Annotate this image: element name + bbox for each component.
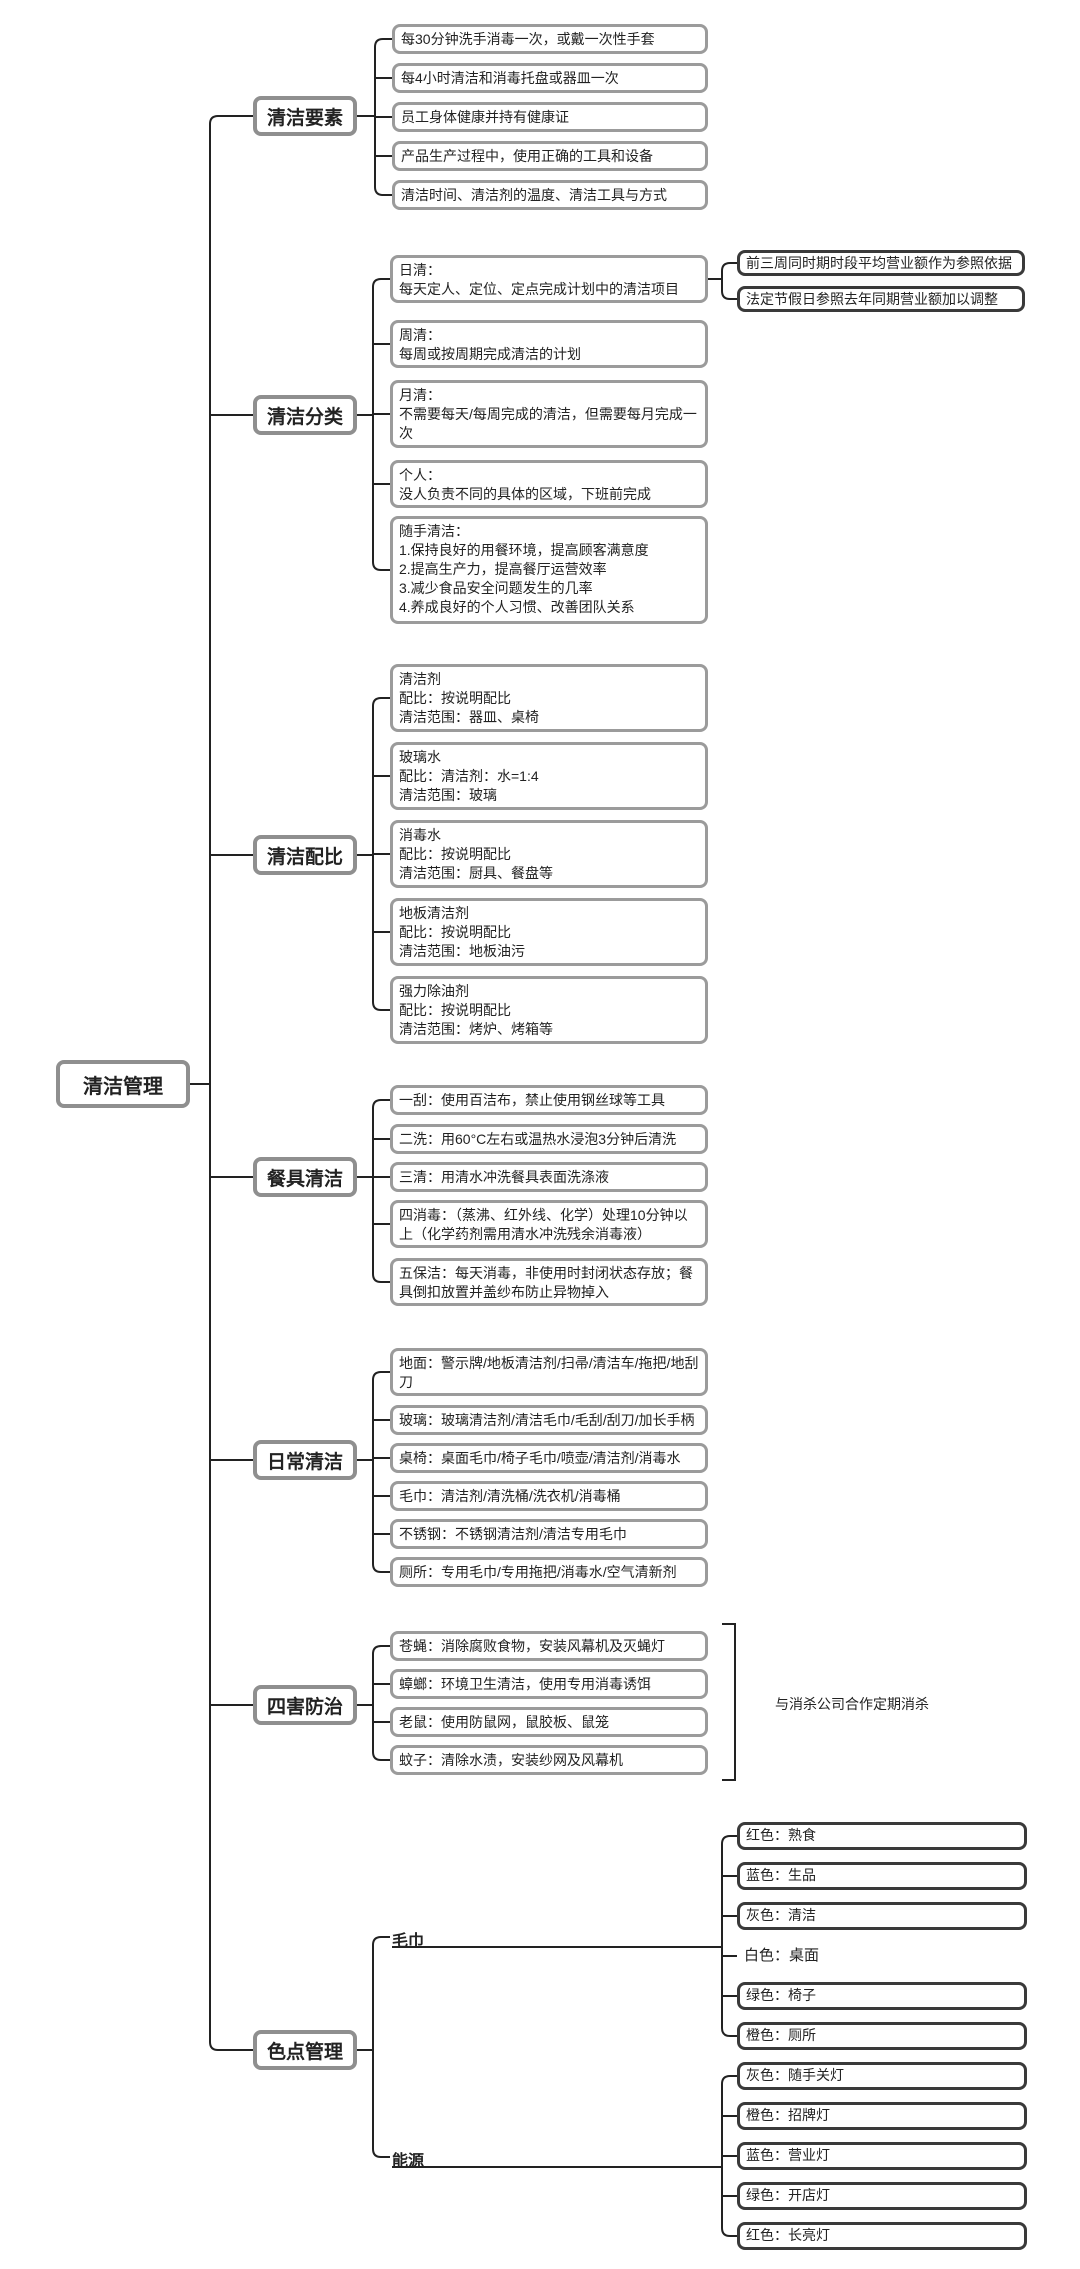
- daily-note[interactable]: 前三周同时期时段平均营业额作为参照依据: [737, 250, 1025, 276]
- category-item[interactable]: 随手清洁： 1.保持良好的用餐环境，提高顾客满意度 2.提高生产力，提高餐厅运营…: [390, 516, 708, 624]
- element-item[interactable]: 每4小时清洁和消毒托盘或器皿一次: [392, 63, 708, 93]
- category-item[interactable]: 个人： 没人负责不同的具体的区域，下班前完成: [390, 460, 708, 508]
- category-item[interactable]: 周清： 每周或按周期完成清洁的计划: [390, 320, 708, 368]
- group-energy[interactable]: 能源: [392, 2153, 425, 2170]
- tableware-item[interactable]: 一刮：使用百洁布，禁止使用钢丝球等工具: [390, 1085, 708, 1115]
- towel-color-item[interactable]: 绿色：椅子: [737, 1982, 1027, 2010]
- daily-item[interactable]: 地面：警示牌/地板清洁剂/扫帚/清洁车/拖把/地刮刀: [390, 1348, 708, 1396]
- ratio-item[interactable]: 清洁剂 配比：按说明配比 清洁范围：器皿、桌椅: [390, 664, 708, 732]
- element-item[interactable]: 清洁时间、清洁剂的温度、清洁工具与方式: [392, 180, 708, 210]
- branch-tableware-cleaning[interactable]: 餐具清洁: [253, 1157, 357, 1197]
- branch-cleaning-categories[interactable]: 清洁分类: [253, 395, 357, 435]
- energy-color-item[interactable]: 橙色：招牌灯: [737, 2102, 1027, 2130]
- tableware-item[interactable]: 四消毒：（蒸沸、红外线、化学）处理10分钟以上（化学药剂需用清水冲洗残余消毒液）: [390, 1200, 708, 1248]
- ratio-item[interactable]: 玻璃水 配比：清洁剂：水=1:4 清洁范围：玻璃: [390, 742, 708, 810]
- pest-item[interactable]: 蟑螂：环境卫生清洁，使用专用消毒诱饵: [390, 1669, 708, 1699]
- group-towels[interactable]: 毛巾: [392, 1933, 425, 1950]
- energy-color-item[interactable]: 灰色：随手关灯: [737, 2062, 1027, 2090]
- towel-color-item[interactable]: 蓝色：生品: [737, 1862, 1027, 1890]
- ratio-item[interactable]: 强力除油剂 配比：按说明配比 清洁范围：烤炉、烤箱等: [390, 976, 708, 1044]
- root-node[interactable]: 清洁管理: [56, 1060, 190, 1108]
- pest-control-note: 与消杀公司合作定期消杀: [775, 1696, 929, 1712]
- energy-color-item[interactable]: 蓝色：营业灯: [737, 2142, 1027, 2170]
- branch-pest-control[interactable]: 四害防治: [253, 1685, 357, 1725]
- element-item[interactable]: 员工身体健康并持有健康证: [392, 102, 708, 132]
- category-item[interactable]: 月清： 不需要每天/每周完成的清洁，但需要每月完成一次: [390, 380, 708, 448]
- tableware-item[interactable]: 二洗：用60°C左右或温热水浸泡3分钟后清洗: [390, 1124, 708, 1154]
- daily-note[interactable]: 法定节假日参照去年同期营业额加以调整: [737, 286, 1025, 312]
- towel-color-item[interactable]: 橙色：厕所: [737, 2022, 1027, 2050]
- tableware-item[interactable]: 三清：用清水冲洗餐具表面洗涤液: [390, 1162, 708, 1192]
- daily-item[interactable]: 毛巾：清洁剂/清洗桶/洗衣机/消毒桶: [390, 1481, 708, 1511]
- towel-color-item[interactable]: 红色：熟食: [737, 1822, 1027, 1850]
- branch-cleaning-elements[interactable]: 清洁要素: [253, 96, 357, 136]
- energy-color-item[interactable]: 绿色：开店灯: [737, 2182, 1027, 2210]
- element-item[interactable]: 产品生产过程中，使用正确的工具和设备: [392, 141, 708, 171]
- daily-item[interactable]: 不锈钢：不锈钢清洁剂/清洁专用毛巾: [390, 1519, 708, 1549]
- element-item[interactable]: 每30分钟洗手消毒一次，或戴一次性手套: [392, 24, 708, 54]
- ratio-item[interactable]: 地板清洁剂 配比：按说明配比 清洁范围：地板油污: [390, 898, 708, 966]
- ratio-item[interactable]: 消毒水 配比：按说明配比 清洁范围：厨具、餐盘等: [390, 820, 708, 888]
- daily-item[interactable]: 桌椅：桌面毛巾/椅子毛巾/喷壶/清洁剂/消毒水: [390, 1443, 708, 1473]
- energy-color-item[interactable]: 红色：长亮灯: [737, 2222, 1027, 2250]
- category-item[interactable]: 日清： 每天定人、定位、定点完成计划中的清洁项目: [390, 255, 708, 303]
- branch-daily-cleaning[interactable]: 日常清洁: [253, 1440, 357, 1480]
- towel-color-item[interactable]: 灰色：清洁: [737, 1902, 1027, 1930]
- branch-cleaning-ratio[interactable]: 清洁配比: [253, 835, 357, 875]
- daily-item[interactable]: 玻璃：玻璃清洁剂/清洁毛巾/毛刮/刮刀/加长手柄: [390, 1405, 708, 1435]
- tableware-item[interactable]: 五保洁：每天消毒，非使用时封闭状态存放；餐具倒扣放置并盖纱布防止异物掉入: [390, 1258, 708, 1306]
- towel-color-item[interactable]: 白色：桌面: [744, 1947, 820, 1964]
- pest-item[interactable]: 苍蝇：消除腐败食物，安装风幕机及灭蝇灯: [390, 1631, 708, 1661]
- daily-item[interactable]: 厕所：专用毛巾/专用拖把/消毒水/空气清新剂: [390, 1557, 708, 1587]
- pest-item[interactable]: 蚊子：清除水渍，安装纱网及风幕机: [390, 1745, 708, 1775]
- branch-color-management[interactable]: 色点管理: [253, 2030, 357, 2070]
- pest-item[interactable]: 老鼠：使用防鼠网，鼠胶板、鼠笼: [390, 1707, 708, 1737]
